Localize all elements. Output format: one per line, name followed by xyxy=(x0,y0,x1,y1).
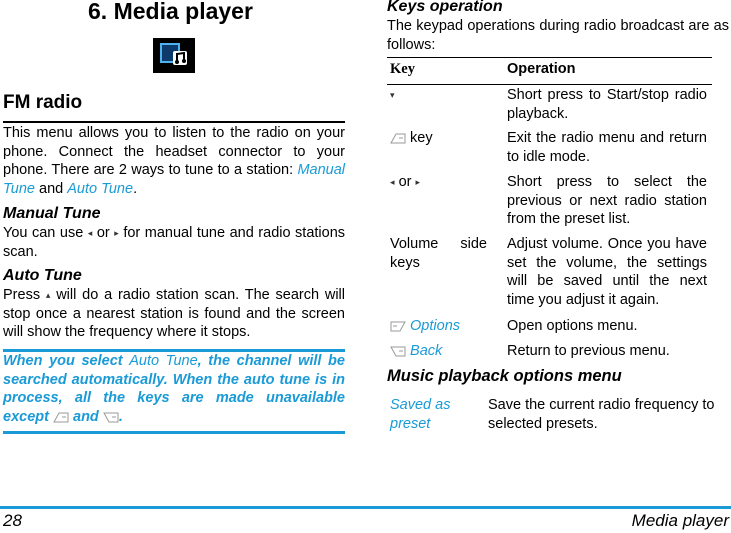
op-cell: Short press to Start/stop radio playback… xyxy=(507,87,707,122)
auto-tune-link[interactable]: Auto Tune xyxy=(67,180,134,197)
keys-intro: The keypad operations during radio broad… xyxy=(387,18,729,53)
manual-tune-link[interactable]: Manual Tune xyxy=(3,162,345,197)
key-cell: Back xyxy=(390,342,442,361)
left-key-icon: ◂ xyxy=(87,228,93,238)
chapter-title: 6. Media player xyxy=(88,0,253,24)
text: Auto Tune xyxy=(129,353,198,369)
text: or xyxy=(92,225,115,242)
note-bottom-rule xyxy=(3,431,345,434)
left-key-icon: ◂ xyxy=(390,177,395,187)
col-key-header: Key xyxy=(390,61,415,77)
text: for manual tune and radio stations scan. xyxy=(3,225,346,260)
footer-rule xyxy=(0,506,731,509)
text: or xyxy=(398,174,412,191)
divider xyxy=(3,121,345,123)
text: will do a radio station scan. The search… xyxy=(3,287,345,341)
key-cell: key xyxy=(390,129,433,148)
footer-section: Media player xyxy=(631,511,729,530)
text: Back xyxy=(410,343,443,359)
key-cell: ▾ xyxy=(390,86,395,105)
manual-tune-text: You can use ◂ or ▸ for manual tune and r… xyxy=(3,224,345,261)
table-rule xyxy=(387,57,712,58)
text: key xyxy=(410,130,433,146)
auto-tune-heading: Auto Tune xyxy=(3,267,82,284)
saved-as-preset-option: Saved as preset xyxy=(390,397,451,432)
music-options-heading: Music playback options menu xyxy=(387,367,622,385)
text: and xyxy=(68,408,103,425)
text: . xyxy=(118,408,123,425)
intro-text: This menu allows you to listen to the ra… xyxy=(3,125,345,178)
back-softkey-icon xyxy=(390,346,406,357)
table-rule xyxy=(387,84,712,85)
op-cell: Open options menu. xyxy=(507,318,638,334)
col-operation-header: Operation xyxy=(507,61,576,77)
left-softkey-icon xyxy=(53,412,69,423)
op-cell: Adjust volume. Once you have set the vol… xyxy=(507,236,707,308)
up-key-icon: ▴ xyxy=(45,290,51,300)
key-cell: Volume side keys xyxy=(390,236,487,271)
text: You can use xyxy=(3,225,88,242)
op-cell: Short press to select the previous or ne… xyxy=(507,174,707,227)
auto-tune-note: When you select Auto Tune, the channel w… xyxy=(3,352,345,426)
text: . xyxy=(133,180,138,197)
auto-tune-text: Press ▴ will do a radio station scan. Th… xyxy=(3,286,345,342)
right-key-icon: ▸ xyxy=(114,228,119,238)
fm-radio-heading: FM radio xyxy=(3,92,83,113)
options-softkey-icon xyxy=(390,321,406,332)
page-number: 28 xyxy=(3,511,22,530)
op-cell: Exit the radio menu and return to idle m… xyxy=(507,130,707,165)
right-softkey-icon xyxy=(102,412,119,423)
text: When you select xyxy=(3,353,130,369)
right-key-icon: ▸ xyxy=(415,177,421,187)
op-cell: Save the current radio frequency to sele… xyxy=(488,397,715,432)
down-key-icon: ▾ xyxy=(390,90,395,100)
fm-intro: This menu allows you to listen to the ra… xyxy=(3,124,345,198)
text: Options xyxy=(410,318,461,334)
note-top-rule xyxy=(3,349,345,352)
manual-tune-heading: Manual Tune xyxy=(3,205,101,222)
text: and xyxy=(34,180,68,197)
media-player-icon xyxy=(153,38,195,73)
op-cell: Return to previous menu. xyxy=(507,343,670,359)
keys-operation-heading: Keys operation xyxy=(387,0,503,15)
text: Press xyxy=(3,287,46,304)
key-cell: Options xyxy=(390,317,460,336)
text: , the channel will be searched automatic… xyxy=(3,353,345,425)
key-cell: ◂ or ▸ xyxy=(390,173,420,192)
left-softkey-icon xyxy=(390,133,406,144)
